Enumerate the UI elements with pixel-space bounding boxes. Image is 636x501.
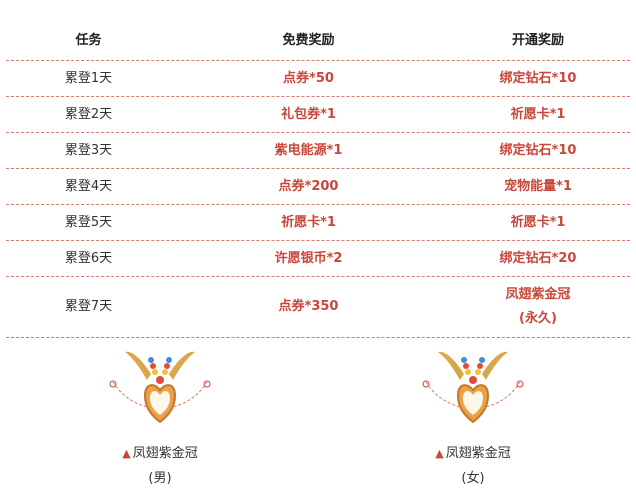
login-reward-table: 任务 免费奖励 开通奖励 累登1天 点券*50 绑定钻石*10 累登2天 礼包券…	[6, 22, 630, 338]
table-row: 累登5天 祈愿卡*1 祈愿卡*1	[6, 205, 630, 241]
triangle-marker-icon: ▲	[435, 447, 444, 460]
row-paid-reward: 绑定钻石*10	[499, 70, 577, 86]
row-paid-reward: 凤翅紫金冠 (永久)	[446, 283, 630, 331]
triangle-marker-icon: ▲	[122, 447, 131, 460]
table-row: 累登3天 紫电能源*1 绑定钻石*10	[6, 133, 630, 169]
row-day: 累登7天	[64, 299, 113, 314]
prize-name-female: ▲凤翅紫金冠	[435, 446, 511, 461]
prize-gender-male: (男)	[148, 471, 172, 486]
header-task: 任务	[75, 33, 102, 48]
header-paid-reward: 开通奖励	[511, 33, 564, 48]
row-free-reward: 许愿银币*2	[274, 250, 343, 266]
prize-male: ▲凤翅紫金冠 (男)	[95, 340, 225, 490]
table-header: 任务 免费奖励 开通奖励	[6, 22, 630, 61]
row-day: 累登3天	[64, 142, 113, 158]
prize-gender-female: (女)	[461, 471, 485, 486]
row-free-reward: 点券*200	[278, 178, 339, 194]
row-paid-reward-line1: 凤翅紫金冠	[505, 287, 571, 302]
row-day: 累登2天	[64, 106, 113, 122]
row-day: 累登1天	[64, 70, 113, 86]
row-free-reward: 礼包券*1	[281, 106, 336, 122]
row-free-reward: 紫电能源*1	[274, 142, 343, 158]
table-row: 累登6天 许愿银币*2 绑定钻石*20	[6, 241, 630, 277]
table-row: 累登2天 礼包券*1 祈愿卡*1	[6, 97, 630, 133]
row-day: 累登5天	[64, 214, 113, 230]
row-paid-reward: 祈愿卡*1	[510, 106, 566, 122]
row-free-reward: 点券*350	[278, 299, 339, 314]
prize-female: ▲凤翅紫金冠 (女)	[408, 340, 538, 490]
row-paid-reward: 绑定钻石*10	[499, 142, 577, 158]
row-day: 累登4天	[64, 178, 113, 194]
table-row: 累登7天 点券*350 凤翅紫金冠 (永久)	[6, 277, 630, 338]
table-row: 累登1天 点券*50 绑定钻石*10	[6, 61, 630, 97]
row-free-reward: 祈愿卡*1	[281, 214, 336, 230]
row-paid-reward: 宠物能量*1	[504, 178, 572, 194]
row-paid-reward: 祈愿卡*1	[510, 214, 566, 230]
phoenix-crown-icon	[109, 351, 211, 424]
prize-name-male: ▲凤翅紫金冠	[122, 446, 198, 461]
row-paid-reward-line2: (永久)	[519, 311, 557, 326]
row-paid-reward: 绑定钻石*20	[499, 250, 577, 266]
phoenix-crown-icon	[422, 351, 524, 424]
row-day: 累登6天	[64, 250, 113, 266]
header-free-reward: 免费奖励	[282, 33, 335, 48]
prize-showcase: ▲凤翅紫金冠 (男) ▲凤翅紫金冠 (女)	[0, 340, 636, 501]
table-row: 累登4天 点券*200 宠物能量*1	[6, 169, 630, 205]
row-free-reward: 点券*50	[283, 70, 334, 86]
